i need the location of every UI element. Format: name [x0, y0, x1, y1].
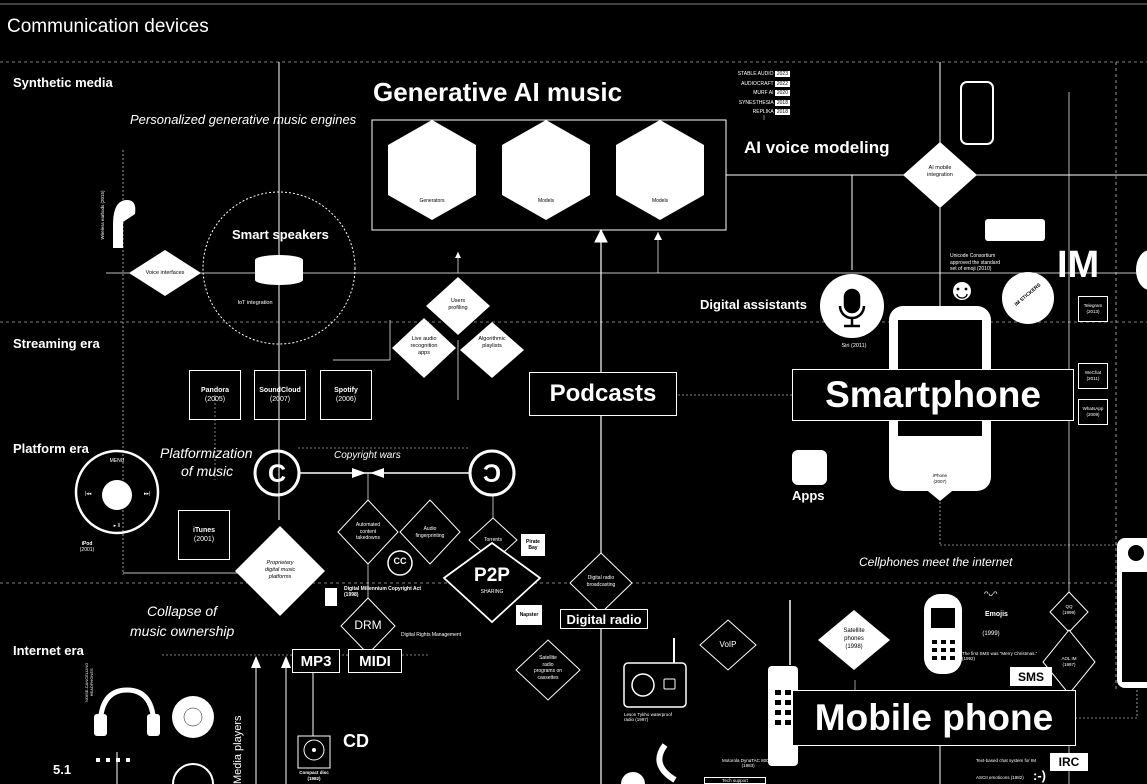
- hex-ai-music: AI music: [407, 151, 457, 188]
- ai-mobile-integration-label: AI mobile integration: [927, 165, 953, 179]
- collapse-note-2: music ownership: [130, 623, 235, 639]
- hex-ai-music-sub: Generators: [419, 198, 445, 204]
- digital-radio-box: Digital radio: [560, 609, 648, 629]
- motorola-label: Motorola DynaTAC 8000X (1983): [722, 758, 775, 768]
- emojis-heading: Emojis: [985, 611, 1008, 618]
- digital-radio-broadcasting-label: Digital radio broadcasting: [586, 575, 616, 588]
- first-sms-label: The first SMS was "Merry Christmas." (19…: [962, 651, 1038, 661]
- whatsapp-box: WhatsApp (2009): [1078, 399, 1108, 425]
- proprietary-platforms-label: Proprietary digital music platforms: [264, 560, 296, 581]
- cd-heading: CD: [343, 731, 369, 751]
- wireless-earbuds-label: Wireless earbuds (2015): [100, 190, 105, 240]
- svg-text:|◂◂: |◂◂: [85, 491, 92, 497]
- svg-text:▸▸|: ▸▸|: [144, 491, 150, 497]
- drm-label: DRM: [354, 618, 382, 632]
- media-players-label: Media players: [232, 715, 244, 784]
- ai-models-list: STABLE AUDIO 2023 AUDIOCRAFT 2022 MURF A…: [732, 70, 790, 118]
- compact-disc-label: Compact disc (1982): [299, 770, 329, 781]
- wechat-box: WeChat (2011): [1078, 363, 1108, 389]
- era-streaming: Streaming era: [13, 336, 100, 351]
- voice-interfaces-label: Voice interfaces: [145, 270, 185, 276]
- svg-text:C: C: [483, 460, 501, 488]
- aol-label: AOL IM (1997): [1061, 656, 1077, 667]
- tech-support-label: Tech support: [704, 777, 766, 784]
- satellite-phones-label: Satellite phones (1998): [843, 628, 865, 650]
- page-title: Communication devices: [7, 16, 209, 37]
- sms-badge: SMS: [1010, 667, 1052, 686]
- smart-speakers-heading: Smart speakers: [232, 227, 329, 242]
- discman-label: Discman: [150, 711, 156, 735]
- emoticon-glyph: :-): [1033, 768, 1046, 783]
- napster-badge: Napster: [516, 605, 542, 625]
- emoji-year: (1999): [982, 631, 1000, 637]
- algorithmic-playlists-label: Algorithmic playlists: [478, 336, 506, 350]
- digital-assistants-heading: Digital assistants: [700, 297, 807, 312]
- five-one-label: 5.1: [53, 762, 72, 777]
- unicode-label: Unicode Consortium approved the standard…: [950, 253, 1001, 272]
- personalized-engines-note: Personalized generative music engines: [130, 112, 357, 127]
- siri-label: Siri (2011): [841, 343, 867, 349]
- copyright-wars-note: Copyright wars: [334, 450, 401, 461]
- iphone-label: iPhone (2007): [932, 473, 947, 484]
- cellphones-note: Cellphones meet the internet: [859, 555, 1013, 569]
- audio-fingerprinting-label: Audio fingerprinting: [415, 526, 445, 539]
- noise-cancelling-label: NOISE-CANCELLING HEADPHONES: [84, 662, 94, 702]
- iot-integration-label: IoT integration: [237, 300, 273, 306]
- era-synthetic-media: Synthetic media: [13, 75, 113, 90]
- mobile-phone-box: Mobile phone: [792, 690, 1076, 746]
- p2p-heading: P2P: [474, 565, 510, 586]
- dmca-label: Digital Millennium Copyright Act (1998): [344, 586, 422, 598]
- satellite-radio-label: Satellite radio programs on cassettes: [533, 655, 563, 681]
- platformization-note-1: Platformization: [160, 445, 253, 461]
- apps-heading: Apps: [792, 488, 825, 503]
- voip-label: VoIP: [719, 640, 737, 649]
- itunes-box: iTunes(2001): [178, 510, 230, 560]
- live-audio-label: Live audio recognition apps: [410, 336, 438, 357]
- ai-model-item: SYNESTHESIA 2018: [738, 99, 790, 106]
- collapse-note-1: Collapse of: [147, 603, 218, 619]
- ascii-emoticons-label: ASCII emoticons (1982): [976, 775, 1024, 780]
- qq-label: QQ (1999): [1062, 604, 1076, 615]
- hex-text-to-music-sub: Models: [537, 198, 555, 204]
- platformization-note-2: of music: [181, 463, 234, 479]
- era-internet: Internet era: [13, 643, 84, 658]
- generative-ai-music-heading: Generative AI music: [373, 77, 623, 107]
- irc-desc-label: Text-based chat system for IM: [976, 758, 1037, 763]
- irc-badge: IRC: [1050, 753, 1088, 771]
- soundcloud-box: SoundCloud(2007): [254, 370, 306, 420]
- ai-model-item: REPLIKA 2018: [752, 109, 790, 115]
- drm-full-label: Digital Rights Management: [401, 632, 462, 638]
- smartphone-box: Smartphone: [792, 369, 1074, 421]
- telegram-box: Telegram (2013): [1078, 296, 1108, 322]
- torrents-label: Torrents: [483, 537, 503, 543]
- hex-text-to-speech-sub: Models: [651, 198, 669, 204]
- ai-model-item: AUDIOCRAFT 2022: [741, 80, 790, 87]
- pirate-bay-badge: Pirate Bay: [521, 534, 545, 556]
- podcasts-box: Podcasts: [529, 372, 677, 416]
- svg-text:▸ II: ▸ II: [114, 523, 121, 529]
- im-heading: IM: [1057, 244, 1100, 286]
- mp3-box: MP3: [292, 649, 340, 673]
- ai-model-item: MURF AI 2020: [753, 90, 790, 96]
- svg-text:MENU: MENU: [110, 458, 125, 464]
- emoji-face-icon: ᵔᵕᵔ: [984, 588, 998, 602]
- leson-radio-label: Leson Tykho waterproof radio (1997): [624, 712, 672, 722]
- automated-takedowns-label: Automated content takedowns: [355, 522, 381, 541]
- svg-text:C: C: [268, 460, 286, 488]
- ai-model-item: STABLE AUDIO 2023: [737, 71, 790, 77]
- pandora-box: Pandora(2005): [189, 370, 241, 420]
- midi-box: MIDI: [348, 649, 402, 673]
- hex-text-to-speech: Text to speech: [630, 151, 690, 188]
- ai-voice-modeling-heading: AI voice modeling: [744, 138, 890, 157]
- hex-text-to-music: Text to music: [518, 151, 574, 188]
- users-profiling-label: Users profiling: [448, 298, 468, 312]
- spotify-box: Spotify(2006): [320, 370, 372, 420]
- cc-label: CC: [393, 556, 407, 566]
- p2p-sharing: SHARING: [480, 589, 504, 595]
- era-platform: Platform era: [13, 441, 89, 456]
- ipod-label: iPod(2001): [79, 541, 95, 554]
